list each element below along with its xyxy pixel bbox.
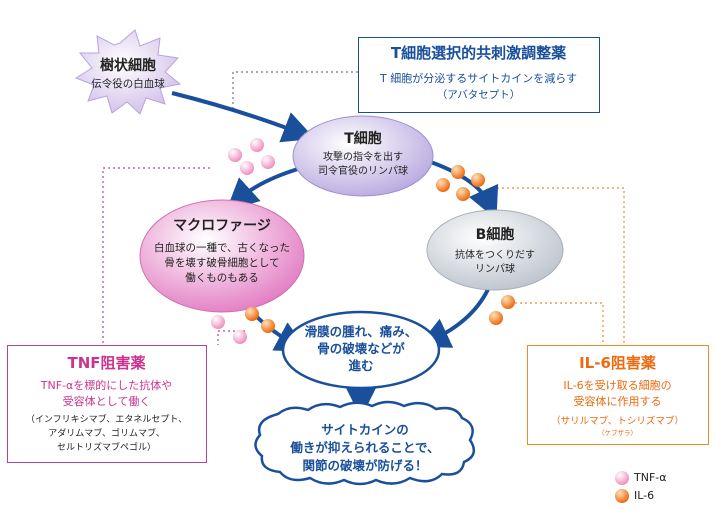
- il6-dot: [436, 178, 450, 192]
- tnf-dot: [228, 148, 242, 162]
- tnf-drug-line4: アダリムマブ、ゴリムマブ、: [48, 429, 165, 439]
- connector-t-drug: [232, 71, 358, 112]
- connector-il6-drug-2: [505, 302, 604, 345]
- il6-drug-title: IL-6阻害薬: [579, 354, 656, 372]
- tnf-dot: [233, 330, 247, 344]
- t-drug-box: T細胞選択的共刺激調整薬 T 細胞が分泌するサイトカインを減らす （アバタセプト…: [358, 37, 600, 113]
- macrophage-line2: 骨を壊す破骨細胞として: [164, 257, 280, 269]
- il6-dot: [501, 295, 515, 309]
- arrow-tcell-to-bcell: [424, 158, 499, 220]
- t-drug-line1: T 細胞が分泌するサイトカインを減らす: [380, 72, 577, 85]
- tnf-dot: [211, 315, 225, 329]
- t-drug-title: T細胞選択的共刺激調整薬: [390, 44, 567, 62]
- tnf-drug-line1: TNF-αを標的にした抗体や: [40, 379, 173, 392]
- b-cell-title: B細胞: [475, 227, 515, 243]
- il6-dot: [451, 165, 465, 179]
- il6-drug-line1: IL-6を受け取る細胞の: [563, 379, 672, 392]
- t-cell-line2: 司令官役のリンパ球: [318, 166, 408, 177]
- t-drug-line2: （アバタセプト）: [436, 89, 521, 101]
- macrophage-shape: [139, 199, 305, 313]
- result-line2: 働きが抑えられることで、: [290, 440, 440, 455]
- il6-drug-line4: （ケブザラ）: [598, 429, 637, 437]
- t-cell-line1: 攻撃の指令を出す: [323, 152, 403, 163]
- il6-dot: [245, 307, 259, 321]
- macrophage-line1: 白血球の一種で、古くなった: [153, 242, 291, 254]
- tnf-drug-line2: 受容体として働く: [62, 395, 151, 408]
- center-line2: 骨の破壊などが: [317, 341, 405, 356]
- tnf-dot: [261, 155, 275, 169]
- result-line3: 関節の破壊が防げる！: [302, 458, 428, 473]
- il6-drug-line2: 受容体に作用する: [573, 395, 662, 408]
- dendritic-cell-shape: [74, 29, 182, 115]
- result-line1: サイトカインの: [321, 422, 409, 437]
- center-outcome-shape: [281, 310, 441, 390]
- il6-dot: [261, 319, 275, 333]
- il6-dots-mid-left: [245, 307, 275, 333]
- connector-tnf-drug: [102, 167, 210, 345]
- tnf-drug-box: TNF阻害薬 TNF-αを標的にした抗体や 受容体として働く （インフリキシマブ…: [7, 345, 207, 463]
- b-cell-shape: [426, 209, 564, 291]
- b-cell-line1: 抗体をつくりだす: [455, 250, 535, 261]
- tnf-dots-lower-left: [211, 315, 247, 344]
- il6-drug-line3: （サリルマブ、トシリズマブ）: [551, 416, 684, 427]
- legend-il6-label: IL-6: [634, 489, 655, 502]
- macrophage-line3: 働くものもある: [185, 272, 259, 284]
- dendritic-subtitle: 伝令役の白血球: [91, 78, 165, 90]
- legend-tnf-dot: [615, 471, 629, 485]
- il6-dots-lower-right: [489, 295, 515, 325]
- center-line3: 進む: [348, 358, 374, 373]
- tnf-dot: [240, 161, 254, 175]
- legend-tnf-label: TNF-α: [634, 471, 667, 484]
- arrow-bcell-to-center: [417, 284, 492, 348]
- center-line1: 滑膜の腫れ、痛み、: [304, 324, 418, 339]
- connector-tnf-drug-2: [217, 330, 245, 345]
- connector-il6-drug: [497, 187, 625, 345]
- b-cell-line2: リンパ球: [475, 264, 515, 275]
- t-cell-shape: [292, 115, 434, 197]
- il6-drug-box: IL-6阻害薬 IL-6を受け取る細胞の 受容体に作用する （サリルマブ、トシリ…: [527, 345, 709, 445]
- tnf-dot: [250, 138, 264, 152]
- il6-dots-upper-right: [436, 165, 485, 201]
- tnf-drug-line3: （インフリキシマブ、エタネルセプト、: [25, 415, 188, 425]
- il6-dot: [456, 187, 470, 201]
- macrophage-title: マクロファージ: [173, 218, 271, 234]
- arrow-dendritic-to-tcell: [171, 91, 315, 143]
- dendritic-title: 樹状細胞: [100, 58, 156, 74]
- tnf-drug-line5: セルトリズマブペゴル）: [56, 443, 156, 453]
- t-cell-title: T細胞: [344, 131, 382, 147]
- tnf-dots-upper-left: [228, 138, 275, 175]
- result-cloud-shape: [254, 400, 476, 486]
- tnf-drug-title: TNF阻害薬: [67, 354, 146, 372]
- legend-il6-dot: [615, 489, 629, 503]
- il6-dot: [471, 173, 485, 187]
- il6-dot: [489, 311, 503, 325]
